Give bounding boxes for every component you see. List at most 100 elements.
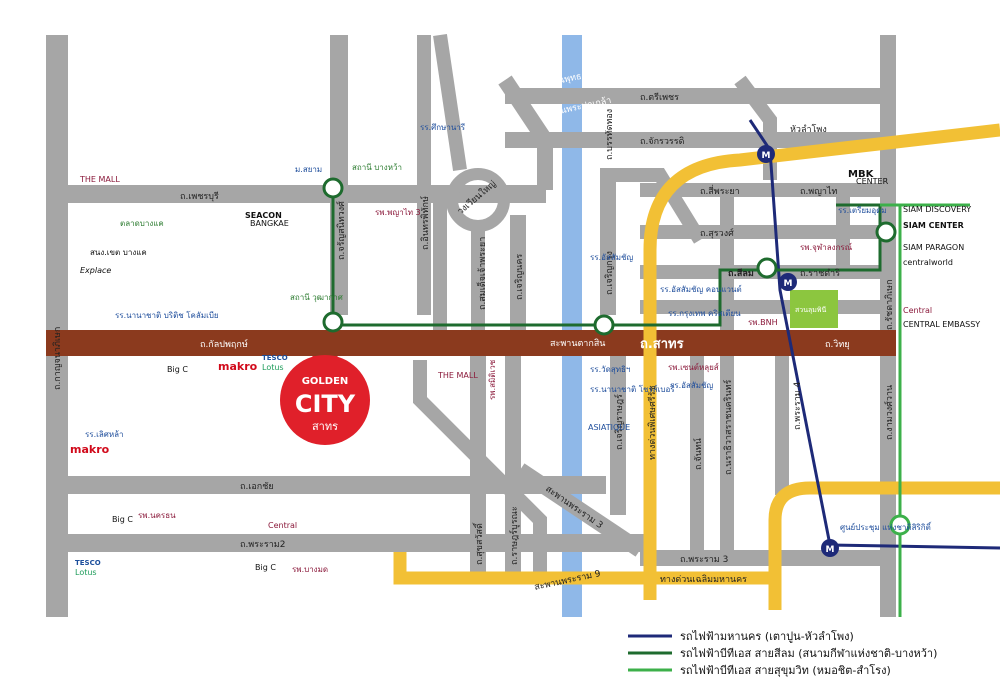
legend-mrt: รถไฟฟ้ามหานคร (เตาปูน-หัวลำโพง) [680, 629, 854, 643]
place-kungthep: รร.กรุงเทพ คริสเตียน [668, 309, 741, 318]
svg-text:M: M [784, 279, 793, 289]
place-mbk-sub: CENTER [856, 177, 889, 186]
place-tesco2: TESCO [75, 559, 101, 567]
svg-text:M: M [826, 545, 835, 555]
place-assumption2: รร.อัสสัมชัญ คอนแวนต์ [660, 284, 742, 294]
place-bigc1: Big C [167, 365, 188, 374]
place-bangmod: รพ.บางมด [292, 565, 328, 574]
diagonal-road-2 [433, 33, 467, 172]
label-surawong: ถ.สุรวงศ์ [700, 227, 734, 239]
label-phetchaburi: ถ.เพชรบุรี [180, 191, 219, 202]
place-seacon-sub: BANGKAE [250, 219, 289, 228]
label-ratchadamri: ถ.ราชดำริ [800, 268, 840, 279]
place-wattakrong: รร.วัดสุทธิฯ [590, 365, 630, 374]
golden-city-sathorn: สาทร [312, 420, 338, 433]
label-charansanitwong: ถ.จรัญสนิทวงศ์ [335, 201, 347, 260]
place-siamdiscovery: SIAM DISCOVERY [903, 205, 971, 214]
label-rama3: ถ.พระราม 3 [680, 555, 728, 565]
road-network [46, 35, 896, 617]
label-suksawat: ถ.สุขสวัสดิ์ [472, 522, 485, 565]
label-ratburana: ถ.ราษฎร์บูรณะ [508, 506, 520, 565]
place-makro1: makro [218, 360, 258, 373]
label-sathorn: ถ.สาทร [640, 337, 684, 352]
label-ekkachai: ถ.เอกชัย [240, 482, 274, 492]
legend-silom: รถไฟฟ้าบีทีเอส สายสีลม (สนามกีฬาแห่งชาติ… [680, 647, 937, 660]
label-chakkrawat: ถ.จักรวรรดิ [640, 136, 685, 147]
label-ngamwongwan: ถ.งามวงศ์วาน [883, 385, 895, 440]
place-nakhonthon: รพ.นครธน [138, 511, 176, 520]
label-sipraya: ถ.สี่พระยา [700, 184, 740, 197]
label-sirat: ทางด่วนพิเศษศรีรัช [647, 385, 658, 460]
label-rama2: ถ.พระราม2 [240, 540, 285, 550]
place-lumphini: สวนลุมพินี [795, 306, 827, 314]
station-markers: M M M [322, 145, 911, 557]
kalpaphruek-sathorn-road [46, 330, 896, 356]
label-bridge-taksin: สะพานตากสิน [550, 338, 605, 349]
place-themall1: THE MALL [79, 175, 120, 184]
place-bigc3: Big C [255, 563, 276, 572]
place-bigc2: Big C [112, 515, 133, 524]
diagonal-road-1 [498, 75, 553, 190]
diagonal-road-5 [413, 360, 547, 575]
place-lotus2: Lotus [75, 568, 97, 577]
place-explace: Explace [80, 266, 111, 275]
label-rama4: ถ.พระราม 4 [793, 381, 803, 430]
place-makro2: makro [70, 443, 110, 456]
place-sathornschool: รร.นานาชาติ โชรส์เบอรี่ [590, 383, 675, 394]
label-chaloem: ทางด่วนเฉลิมมหานคร [660, 574, 747, 585]
label-bantadthong: ถ.บรรทัดทอง [605, 109, 615, 160]
mrt-line [748, 119, 1000, 550]
label-sriphet: ถ.ตรีเพชร [640, 92, 679, 103]
place-phyathai3: รพ.พญาไท 3 [375, 208, 421, 217]
sirat-expressway [643, 123, 1000, 600]
place-bnh: รพ.BNH [748, 318, 778, 327]
golden-city-city: CITY [295, 390, 356, 418]
place-chula: รพ.จุฬาลงกรณ์ [800, 242, 853, 252]
place-siamcenter: SIAM CENTER [903, 221, 964, 230]
label-kalpaphruek: ถ.กัลปพฤกษ์ [200, 338, 248, 350]
place-siamu: ม.สยาม [295, 165, 322, 174]
label-charoenrat: ถ.เจริญราษฎร์ [613, 394, 625, 450]
place-samitivej: รพ.สมิติเวช [488, 359, 497, 400]
label-inthraphitak: ถ.อินทรพิทักษ์ [419, 196, 431, 250]
place-central1: Central [268, 521, 297, 530]
diagonal-road-8 [600, 168, 706, 244]
station-hualamphong: หัวลำโพง [790, 124, 827, 135]
diagonal-road-6 [515, 463, 645, 557]
place-themall2: THE MALL [437, 371, 478, 380]
label-silom: ถ.สีลม [728, 268, 754, 279]
golden-city-marker: GOLDEN CITY สาทร [280, 355, 370, 445]
svg-text:M: M [762, 151, 771, 161]
place-seacon: SEACON [245, 211, 282, 220]
label-charoennakhon: ถ.เจริญนคร [514, 254, 525, 300]
station-bangwa: สถานี บางหว้า [352, 163, 402, 172]
legend: รถไฟฟ้ามหานคร (เตาปูน-หัวลำโพง) รถไฟฟ้าบ… [628, 629, 937, 677]
place-saintlouis: รพ.เซนต์หลุยส์ [668, 362, 719, 372]
place-sarasas: รร.อัสสัมชัญ [670, 381, 713, 390]
label-charoenkrung: ถ.เจริญกรุง [604, 251, 615, 295]
place-samongkhet: สนง.เขต บางแค [90, 248, 147, 257]
label-somdetchaophraya: ถ.สมเด็จเจ้าพระยา [475, 237, 488, 310]
place-central2: Central [903, 306, 932, 315]
place-centralembassy: CENTRAL EMBASSY [903, 320, 980, 329]
place-lotus1: Lotus [262, 363, 284, 372]
label-wittayu: ถ.วิทยุ [825, 339, 850, 350]
place-chulau: ม.จุฬาลงกรณ์ [792, 204, 834, 212]
place-asiatique: ASIATIQUE [588, 423, 630, 432]
label-naradhiwas: ถ.นราธิวาสราชนครินทร์ [722, 379, 734, 475]
place-siamparagon: SIAM PARAGON [903, 243, 964, 252]
golden-city-golden: GOLDEN [302, 376, 349, 387]
legend-sukhumvit: รถไฟฟ้าบีทีเอส สายสุขุมวิท (หมอชิต-สำโรง… [680, 663, 891, 677]
label-kanchanaphisek: ถ.กาญจนาภิเษก [52, 327, 63, 390]
station-wutthakat: สถานี วุฒากาศ [290, 293, 343, 302]
place-talat: ตลาดบางแค [120, 219, 164, 228]
label-phayathai: ถ.พญาไท [800, 186, 837, 197]
place-saksukhum: รร.ศึกษานารี [420, 123, 466, 132]
label-chan: ถ.จันทน์ [692, 438, 704, 470]
lumphini-park [790, 290, 838, 328]
place-intlschool: รร.นานาชาติ บริติช โคลัมเบีย [115, 310, 219, 320]
place-tesco1: TESCO [262, 354, 288, 362]
chaloem-expressway [393, 481, 1000, 585]
label-ratchadaphisek: ถ.รัชดาภิเษก [884, 279, 895, 330]
place-centralworld: centralworld [903, 258, 953, 267]
